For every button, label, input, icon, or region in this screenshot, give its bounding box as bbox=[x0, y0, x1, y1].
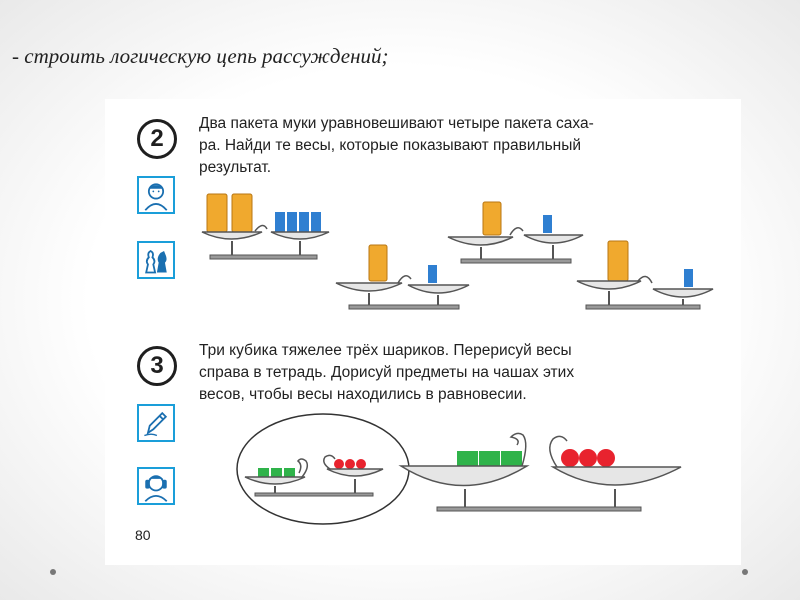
textbook-page: 2 Два пакета муки уравновешивают четыре … bbox=[105, 99, 741, 565]
cube bbox=[457, 451, 478, 466]
task-number-2: 2 bbox=[137, 119, 177, 159]
cube bbox=[479, 451, 500, 466]
sugar-package bbox=[428, 265, 437, 283]
ball bbox=[345, 459, 355, 469]
task-2-line: ра. Найди те весы, которые показывают пр… bbox=[199, 137, 582, 154]
ball bbox=[597, 449, 615, 467]
flour-package bbox=[607, 240, 629, 282]
flour-package bbox=[482, 201, 502, 236]
cube bbox=[284, 468, 295, 477]
task-2-line: результат. bbox=[199, 159, 272, 176]
scale-a bbox=[201, 193, 330, 260]
sugar-package bbox=[543, 215, 552, 233]
cube bbox=[258, 468, 269, 477]
ball bbox=[561, 449, 579, 467]
task-2-line: Два пакета муки уравновешивают четыре па… bbox=[199, 115, 594, 132]
task-3-text: Три кубика тяжелее трёх шариков. Перерис… bbox=[199, 340, 709, 406]
ball bbox=[334, 459, 344, 469]
nav-dot-left bbox=[50, 569, 56, 575]
slide-heading: - строить логическую цепь рассуждений; bbox=[12, 44, 389, 68]
scale-d bbox=[576, 240, 714, 310]
pencil-icon bbox=[137, 404, 175, 442]
large-scale bbox=[398, 432, 682, 512]
chess-pieces-icon bbox=[137, 241, 175, 279]
sugar-package bbox=[275, 212, 285, 232]
example-scale bbox=[244, 454, 384, 497]
ball bbox=[356, 459, 366, 469]
sugar-package bbox=[287, 212, 297, 232]
sugar-package bbox=[684, 269, 693, 287]
flour-package bbox=[231, 193, 253, 233]
ball bbox=[579, 449, 597, 467]
ears-cover-icon bbox=[137, 467, 175, 505]
task-3-illustration bbox=[236, 413, 682, 525]
scale-b bbox=[447, 201, 584, 264]
task-number-3: 3 bbox=[137, 346, 177, 386]
cube bbox=[501, 451, 522, 466]
sugar-package bbox=[299, 212, 309, 232]
flour-package bbox=[206, 193, 228, 233]
flour-package bbox=[368, 244, 388, 282]
task-2-text: Два пакета муки уравновешивают четыре па… bbox=[199, 113, 709, 179]
scale-c bbox=[335, 244, 470, 310]
cube bbox=[271, 468, 282, 477]
thinking-boy-icon bbox=[137, 176, 175, 214]
page-number: 80 bbox=[135, 527, 151, 543]
task-2-illustration bbox=[201, 193, 714, 310]
nav-dot-right bbox=[742, 569, 748, 575]
sugar-package bbox=[311, 212, 321, 232]
task-3-line: Три кубика тяжелее трёх шариков. Перерис… bbox=[199, 342, 572, 359]
task-3-line: весов, чтобы весы находились в равновеси… bbox=[199, 386, 527, 403]
task-3-line: справа в тетрадь. Дорисуй предметы на ча… bbox=[199, 364, 575, 381]
